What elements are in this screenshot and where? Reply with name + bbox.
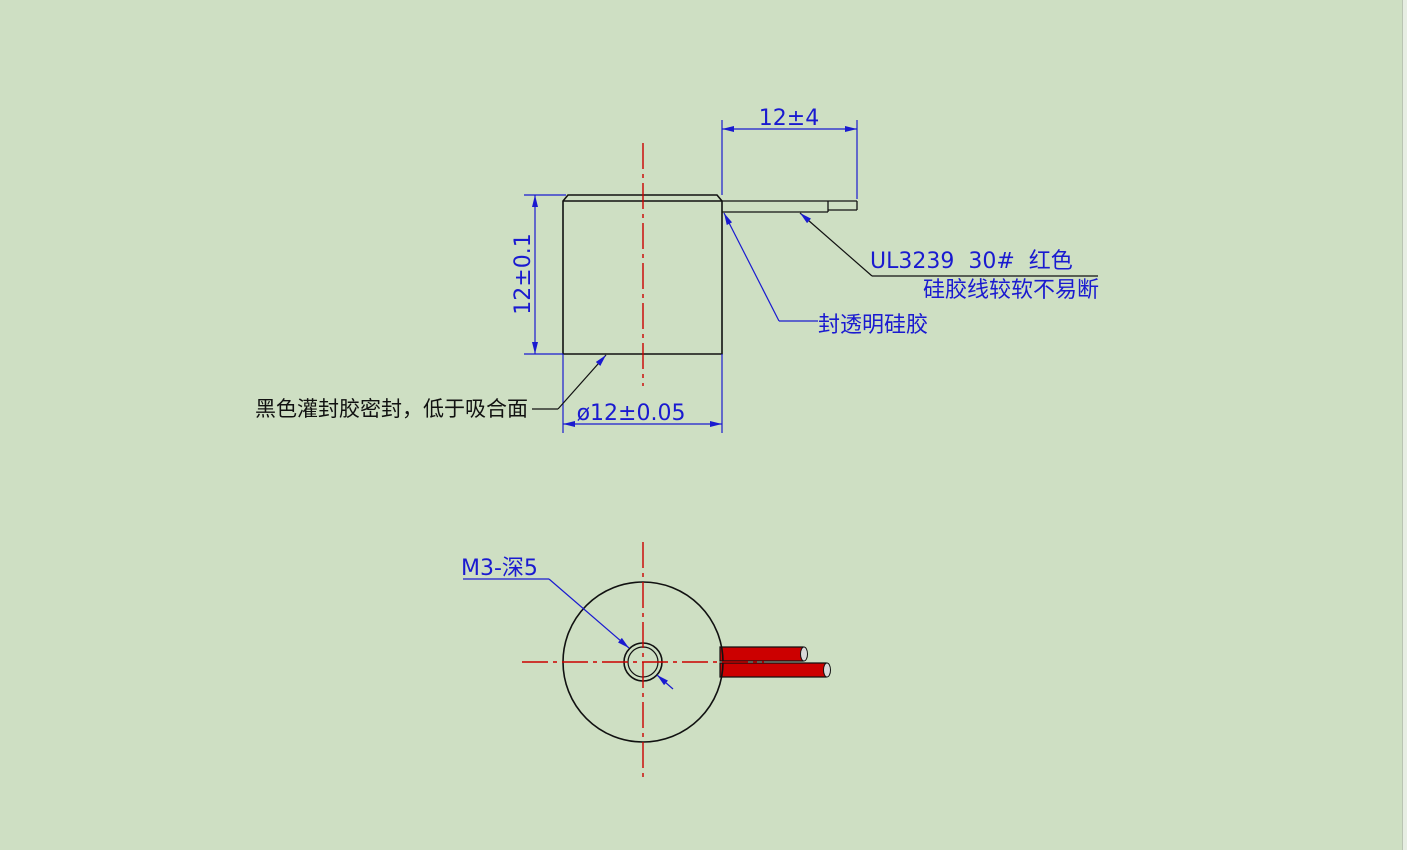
top-view: M3-深5	[461, 542, 831, 782]
wire-side	[722, 200, 858, 213]
wire-spec-label-1: UL3239 30# 红色	[870, 249, 1073, 274]
height-dimension: 12±0.1	[511, 194, 566, 355]
window-edge	[1402, 0, 1407, 850]
wire-length-dimension: 12±4	[721, 106, 858, 199]
wire-top-lower	[719, 662, 831, 678]
seal-label: 封透明硅胶	[818, 313, 928, 338]
wire-length-label: 12±4	[759, 106, 819, 131]
potting-label: 黑色灌封胶密封，低于吸合面	[255, 397, 528, 421]
hole-leader: M3-深5	[461, 556, 674, 690]
side-view: 12±4 12±0.1 ø12±0.05 UL3239 30# 红色 硅胶线较软…	[255, 106, 1099, 433]
seal-leader: 封透明硅胶	[723, 212, 928, 338]
diameter-label: ø12±0.05	[577, 401, 686, 426]
height-label: 12±0.1	[511, 233, 536, 314]
wire-spec-label-2: 硅胶线较软不易断	[923, 278, 1099, 303]
wire-top-upper	[719, 646, 808, 662]
wire-spec-leader: UL3239 30# 红色 硅胶线较软不易断	[799, 212, 1099, 303]
diameter-dimension: ø12±0.05	[562, 354, 723, 433]
potting-leader: 黑色灌封胶密封，低于吸合面	[255, 354, 607, 421]
hole-label: M3-深5	[461, 556, 538, 581]
